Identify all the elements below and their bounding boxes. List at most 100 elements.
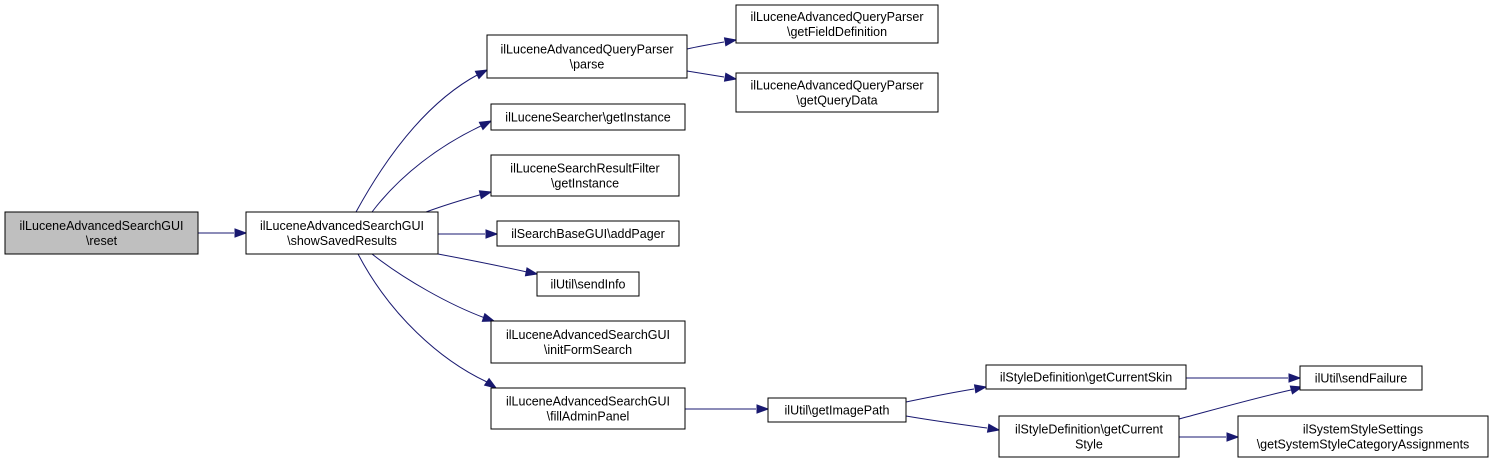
node-label-line: ilLuceneAdvancedQueryParser bbox=[750, 79, 923, 93]
node-box bbox=[1299, 365, 1423, 391]
edge-line bbox=[905, 415, 988, 429]
node-label-line: \getFieldDefinition bbox=[787, 25, 887, 39]
edge-line bbox=[371, 253, 486, 319]
arrowhead-icon bbox=[1288, 373, 1302, 383]
node-box bbox=[490, 320, 686, 364]
edge-getCurrentStyle-to-sendFailure bbox=[1178, 385, 1304, 420]
node-label-line: ilLuceneAdvancedSearchGUI bbox=[20, 219, 184, 233]
edge-line bbox=[1178, 389, 1292, 420]
node-label-line: ilLuceneAdvancedQueryParser bbox=[500, 43, 673, 57]
edge-showSavedResults-to-filterGetInstance bbox=[425, 190, 493, 213]
node-box bbox=[490, 103, 686, 131]
nodes-layer: ilLuceneAdvancedSearchGUI\resetilLuceneA… bbox=[4, 4, 1489, 458]
arrowhead-icon bbox=[474, 69, 489, 80]
node-sendFailure[interactable]: ilUtil\sendFailure bbox=[1299, 365, 1423, 391]
arrowhead-icon bbox=[723, 37, 738, 47]
arrowhead-icon bbox=[234, 228, 248, 238]
arrowhead-icon bbox=[485, 229, 499, 239]
edge-showSavedResults-to-initFormSearch bbox=[371, 253, 496, 322]
node-label-line: ilStyleDefinition\getCurrentSkin bbox=[1000, 371, 1172, 385]
edge-line bbox=[371, 124, 484, 213]
node-filterGetInstance[interactable]: ilLuceneSearchResultFilter\getInstance bbox=[490, 154, 680, 197]
edge-showSavedResults-to-sendInfo bbox=[437, 253, 539, 277]
arrowhead-icon bbox=[478, 190, 493, 200]
node-label-line: ilLuceneAdvancedSearchGUI bbox=[506, 395, 670, 409]
edge-getImagePath-to-getCurrentStyle bbox=[905, 415, 1001, 433]
edge-showSavedResults-to-parse bbox=[355, 69, 489, 213]
node-parse[interactable]: ilLuceneAdvancedQueryParser\parse bbox=[486, 34, 688, 79]
node-box bbox=[490, 154, 680, 197]
node-label-line: \fillAdminPanel bbox=[547, 410, 630, 424]
node-label-line: ilUtil\sendFailure bbox=[1315, 372, 1407, 386]
node-reset[interactable]: ilLuceneAdvancedSearchGUI\reset bbox=[4, 211, 199, 255]
edge-fillAdminPanel-to-getImagePath bbox=[685, 404, 770, 414]
node-getQueryData[interactable]: ilLuceneAdvancedQueryParser\getQueryData bbox=[735, 72, 939, 113]
arrowhead-icon bbox=[723, 72, 738, 82]
node-label-line: \showSavedResults bbox=[287, 234, 397, 248]
node-label-line: ilSystemStyleSettings bbox=[1303, 423, 1423, 437]
edge-line bbox=[905, 388, 975, 403]
node-box bbox=[4, 211, 199, 255]
edge-reset-to-showSavedResults bbox=[198, 228, 248, 238]
arrowhead-icon bbox=[756, 404, 770, 414]
arrowhead-icon bbox=[524, 267, 539, 277]
edge-getCurrentSkin-to-sendFailure bbox=[1186, 373, 1302, 383]
node-box bbox=[536, 271, 640, 297]
node-box bbox=[490, 387, 686, 430]
edge-line bbox=[686, 41, 725, 50]
edge-line bbox=[425, 193, 484, 213]
edge-showSavedResults-to-searcherGetInstance bbox=[371, 120, 493, 213]
edge-getCurrentStyle-to-getSystemStyleCategoryAssignments bbox=[1179, 432, 1240, 442]
arrowhead-icon bbox=[1289, 385, 1304, 395]
node-label-line: ilLuceneAdvancedSearchGUI bbox=[260, 219, 424, 233]
edge-parse-to-getFieldDefinition bbox=[686, 37, 738, 50]
node-getSystemStyleCategoryAssignments[interactable]: ilSystemStyleSettings\getSystemStyleCate… bbox=[1237, 415, 1489, 458]
node-box bbox=[998, 415, 1180, 458]
arrowhead-icon bbox=[478, 120, 493, 131]
node-box bbox=[245, 211, 439, 255]
arrowhead-icon bbox=[973, 384, 988, 394]
node-fillAdminPanel[interactable]: ilLuceneAdvancedSearchGUI\fillAdminPanel bbox=[490, 387, 686, 430]
node-label-line: ilLuceneAdvancedSearchGUI bbox=[506, 328, 670, 342]
edge-line bbox=[355, 73, 480, 213]
arrowhead-icon bbox=[986, 423, 1001, 433]
edge-showSavedResults-to-fillAdminPanel bbox=[357, 253, 498, 389]
edge-getImagePath-to-getCurrentSkin bbox=[905, 384, 988, 403]
edges-layer bbox=[198, 37, 1304, 442]
arrowhead-icon bbox=[1226, 432, 1240, 442]
node-showSavedResults[interactable]: ilLuceneAdvancedSearchGUI\showSavedResul… bbox=[245, 211, 439, 255]
node-label-line: \parse bbox=[570, 58, 605, 72]
edge-line bbox=[357, 253, 488, 383]
edge-parse-to-getQueryData bbox=[686, 70, 738, 82]
node-box bbox=[735, 4, 939, 44]
node-label-line: ilLuceneSearchResultFilter bbox=[510, 162, 659, 176]
node-label-line: Style bbox=[1075, 438, 1103, 452]
edge-line bbox=[437, 253, 528, 273]
node-label-line: \reset bbox=[86, 234, 118, 248]
node-label-line: \getInstance bbox=[551, 177, 619, 191]
node-getFieldDefinition[interactable]: ilLuceneAdvancedQueryParser\getFieldDefi… bbox=[735, 4, 939, 44]
node-label-line: \initFormSearch bbox=[544, 343, 632, 357]
node-box bbox=[1237, 415, 1489, 458]
node-label-line: ilUtil\getImagePath bbox=[785, 404, 890, 418]
node-label-line: ilLuceneSearcher\getInstance bbox=[505, 111, 670, 125]
node-addPager[interactable]: ilSearchBaseGUI\addPager bbox=[496, 220, 680, 247]
node-label-line: ilUtil\sendInfo bbox=[550, 278, 625, 292]
edge-line bbox=[686, 70, 725, 78]
node-label-line: \getQueryData bbox=[796, 94, 877, 108]
arrowhead-icon bbox=[481, 312, 496, 322]
node-searcherGetInstance[interactable]: ilLuceneSearcher\getInstance bbox=[490, 103, 686, 131]
node-box bbox=[985, 364, 1187, 390]
node-getCurrentSkin[interactable]: ilStyleDefinition\getCurrentSkin bbox=[985, 364, 1187, 390]
node-box bbox=[767, 397, 907, 423]
node-box bbox=[486, 34, 688, 79]
node-label-line: ilStyleDefinition\getCurrent bbox=[1015, 423, 1164, 437]
node-getImagePath[interactable]: ilUtil\getImagePath bbox=[767, 397, 907, 423]
node-initFormSearch[interactable]: ilLuceneAdvancedSearchGUI\initFormSearch bbox=[490, 320, 686, 364]
arrowhead-icon bbox=[483, 377, 498, 389]
node-box bbox=[496, 220, 680, 247]
node-sendInfo[interactable]: ilUtil\sendInfo bbox=[536, 271, 640, 297]
node-label-line: ilLuceneAdvancedQueryParser bbox=[750, 10, 923, 24]
